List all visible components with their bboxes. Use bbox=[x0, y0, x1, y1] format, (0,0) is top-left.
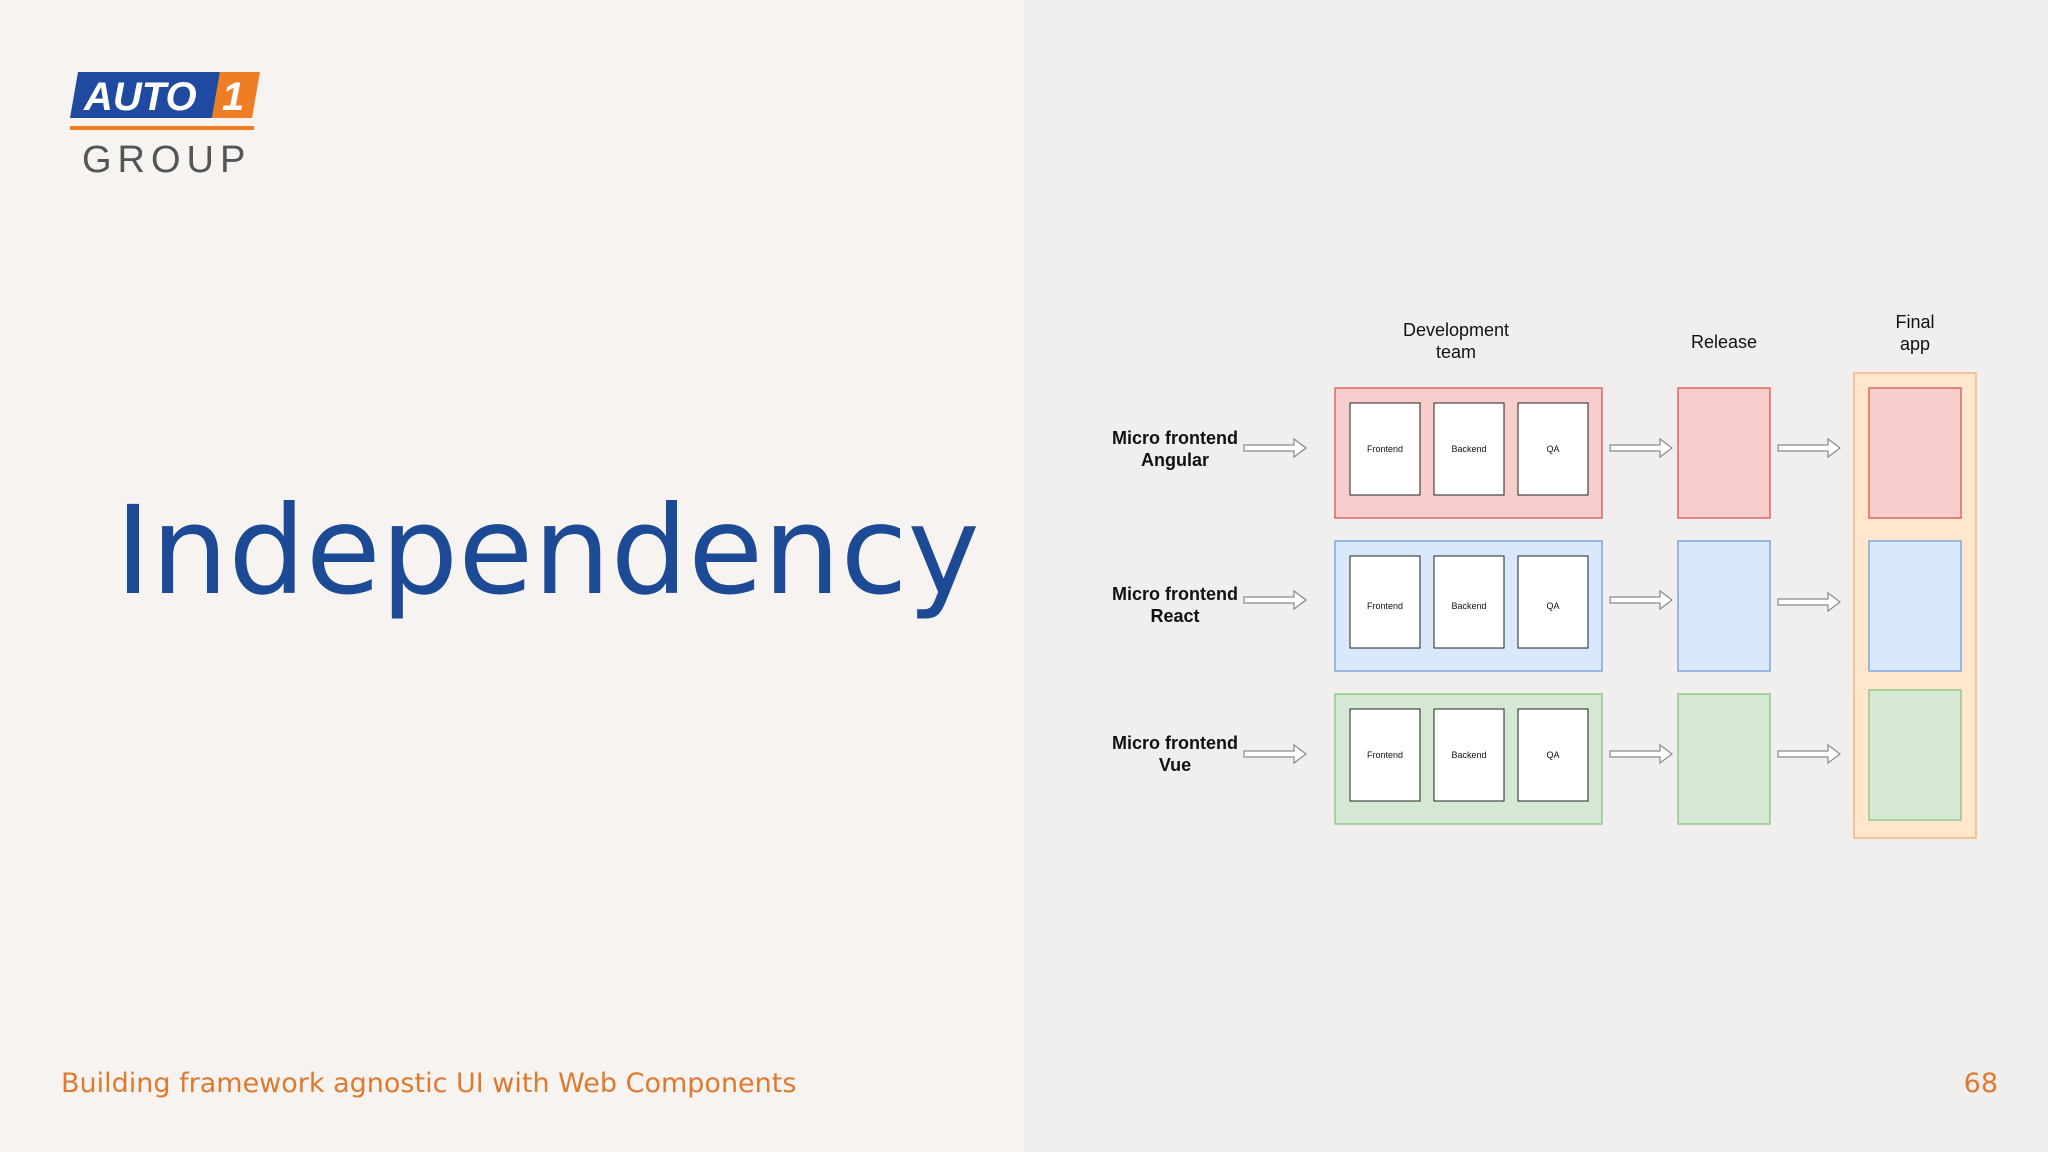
task-label-qa: QA bbox=[1546, 444, 1559, 454]
arrow-to-dev-team bbox=[1243, 438, 1307, 458]
dev-team-header-line2: team bbox=[1436, 342, 1476, 362]
release-header: Release bbox=[1691, 332, 1757, 352]
logo-number: 1 bbox=[222, 75, 244, 119]
task-label-qa: QA bbox=[1546, 601, 1559, 611]
row-react: Micro frontend React Frontend Backend QA bbox=[1112, 540, 1962, 672]
task-box-qa bbox=[1517, 708, 1589, 802]
final-app-box bbox=[1868, 387, 1962, 519]
slide-title: Independency bbox=[115, 480, 980, 622]
row-label-line1: Micro frontend bbox=[1112, 733, 1238, 753]
arrow-to-dev-team bbox=[1243, 744, 1307, 764]
arrow-to-release bbox=[1609, 744, 1673, 764]
release-box bbox=[1677, 693, 1771, 825]
row-label-line1: Micro frontend bbox=[1112, 584, 1238, 604]
task-label-frontend: Frontend bbox=[1367, 601, 1403, 611]
logo-group-text: GROUP bbox=[82, 139, 251, 180]
row-vue: Micro frontend Vue Frontend Backend QA bbox=[1112, 689, 1962, 825]
final-app-box bbox=[1868, 540, 1962, 672]
arrow-to-release bbox=[1609, 438, 1673, 458]
task-box-backend bbox=[1433, 555, 1505, 649]
task-box-frontend bbox=[1349, 555, 1421, 649]
row-label-line2: React bbox=[1150, 606, 1199, 626]
task-label-backend: Backend bbox=[1451, 601, 1486, 611]
release-box bbox=[1677, 387, 1771, 519]
task-box-backend bbox=[1433, 402, 1505, 496]
footer-text: Building framework agnostic UI with Web … bbox=[61, 1068, 797, 1099]
task-box-qa bbox=[1517, 555, 1589, 649]
task-box-backend bbox=[1433, 708, 1505, 802]
dev-team-header-line1: Development bbox=[1403, 320, 1509, 340]
auto1-group-logo: AUTO 1 GROUP bbox=[70, 72, 260, 180]
row-label-line2: Angular bbox=[1141, 450, 1209, 470]
task-label-frontend: Frontend bbox=[1367, 750, 1403, 760]
task-label-backend: Backend bbox=[1451, 750, 1486, 760]
row-angular: Micro frontend Angular Frontend Backend … bbox=[1112, 387, 1962, 519]
task-label-backend: Backend bbox=[1451, 444, 1486, 454]
final-app-header-line1: Final bbox=[1895, 312, 1934, 332]
arrow-to-dev-team bbox=[1243, 590, 1307, 610]
logo-auto-text: AUTO bbox=[83, 75, 197, 119]
release-box bbox=[1677, 540, 1771, 672]
task-box-qa bbox=[1517, 402, 1589, 496]
arrow-to-final-app bbox=[1777, 438, 1841, 458]
task-label-qa: QA bbox=[1546, 750, 1559, 760]
task-box-frontend bbox=[1349, 402, 1421, 496]
row-label-line1: Micro frontend bbox=[1112, 428, 1238, 448]
row-label-line2: Vue bbox=[1159, 755, 1191, 775]
final-app-header-line2: app bbox=[1900, 334, 1930, 354]
page-number: 68 bbox=[1963, 1068, 1998, 1099]
arrow-to-final-app bbox=[1777, 592, 1841, 612]
micro-frontend-diagram: Development team Release Final app Micro… bbox=[1112, 312, 1977, 839]
arrow-to-final-app bbox=[1777, 744, 1841, 764]
task-box-frontend bbox=[1349, 708, 1421, 802]
task-label-frontend: Frontend bbox=[1367, 444, 1403, 454]
arrow-to-release bbox=[1609, 590, 1673, 610]
final-app-box bbox=[1868, 689, 1962, 821]
